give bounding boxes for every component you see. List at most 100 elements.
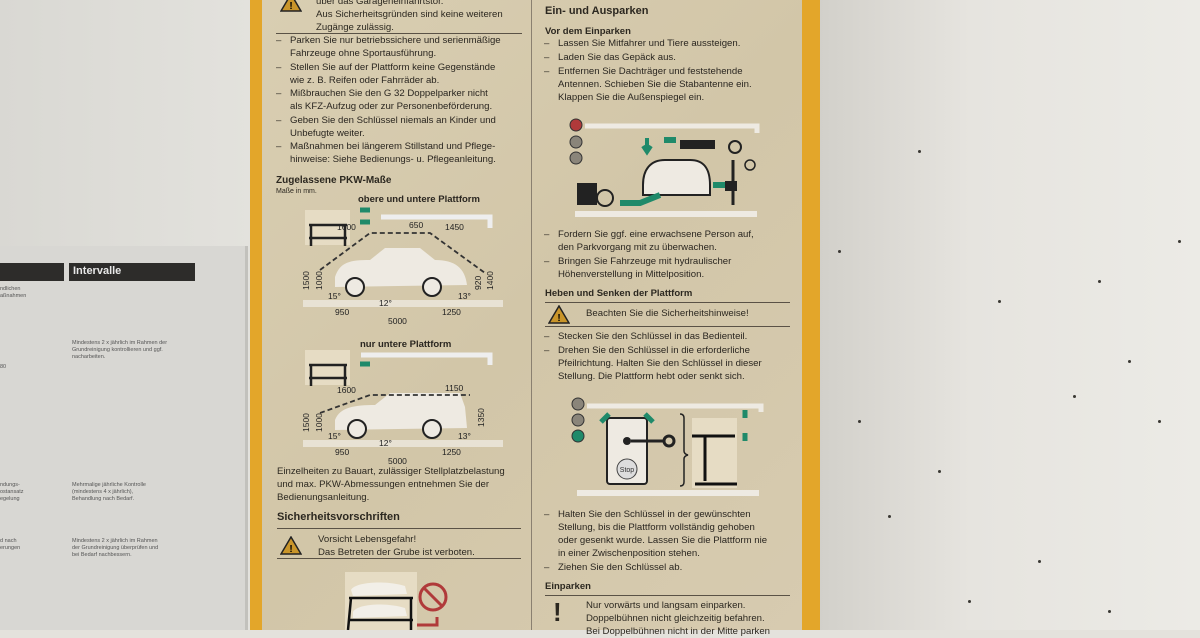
wall-speck xyxy=(838,250,841,253)
dim-label: 12° xyxy=(379,438,392,448)
line: hinweise: Siehe Bedienungs- u. Pflegeanl… xyxy=(290,154,496,165)
line: oder gesenkt wurde. Lassen Sie die Platt… xyxy=(558,535,768,546)
safety-title: Sicherheitsvorschriften xyxy=(277,511,400,523)
line: Mißbrauchen Sie den G 32 Doppelparker ni… xyxy=(290,88,488,99)
section-title: Ein- und Ausparken xyxy=(545,5,649,17)
dim-label: 1600 xyxy=(337,222,356,232)
dim-label: 1250 xyxy=(442,307,461,317)
details-text: Einzelheiten zu Bauart, zulässiger Stell… xyxy=(277,465,525,504)
line: Stellung. Die Plattform hebt oder senkt … xyxy=(558,371,745,382)
list-item: Bringen Sie Fahrzeuge mit hydraulischerH… xyxy=(544,255,732,281)
dimension-diagram-upper-lower: obere und untere Plattform 1600 650 1450… xyxy=(301,194,503,325)
wall-speck xyxy=(1128,360,1131,363)
list-item: Drehen Sie den Schlüssel in die erforder… xyxy=(544,344,762,383)
dim-label: 1150 xyxy=(445,383,464,393)
dim-label: 1500 xyxy=(301,413,311,432)
svg-text:!: ! xyxy=(289,544,292,555)
line: Lassen Sie Mitfahrer und Tiere aussteige… xyxy=(558,38,741,49)
line: Doppelbühnen nicht gleichzeitig befahren… xyxy=(586,613,765,624)
dim-label: 1450 xyxy=(445,222,464,232)
dim-label: 1000 xyxy=(314,413,324,432)
safety-warning: Vorsicht Lebensgefahr! Das Betreten der … xyxy=(318,533,475,559)
fragment: erungen xyxy=(0,545,21,551)
divider xyxy=(545,302,790,303)
stop-button-label: Stop xyxy=(620,467,635,474)
line: Unbefugte weiter. xyxy=(290,127,365,139)
traffic-light-green xyxy=(571,429,585,443)
line: Das Betreten der Grube ist verboten. xyxy=(318,547,475,558)
line: Entfernen Sie Dachträger und feststehend… xyxy=(558,66,743,77)
wall-speck xyxy=(938,470,941,473)
fragment: ostansatz xyxy=(0,489,24,495)
divider xyxy=(545,595,790,596)
list-item: Lassen Sie Mitfahrer und Tiere aussteige… xyxy=(544,37,741,50)
fragment: ndungs- xyxy=(0,482,20,488)
line: Stellung, bis die Plattform vollständig … xyxy=(558,522,755,533)
list-item: Parken Sie nur betriebssichere und serie… xyxy=(276,34,501,60)
interval-entry: Mindestens 2 x jährlich im Rahmen der Gr… xyxy=(72,340,168,360)
dims-title: Zugelassene PKW-Maße xyxy=(276,175,392,186)
subsection-title: Einparken xyxy=(545,581,591,592)
line: Bringen Sie Fahrzeuge mit hydraulischer xyxy=(558,256,732,267)
laminated-sheet: Intervalle ndlichen aßnahmen 80 Mindeste… xyxy=(0,246,248,630)
line: Einzelheiten zu Bauart, zulässiger Stell… xyxy=(277,466,505,477)
line: Stellen Sie auf der Plattform keine Gege… xyxy=(290,61,496,73)
traffic-light-red xyxy=(569,118,583,132)
wall-speck xyxy=(968,600,971,603)
dim-label: 12° xyxy=(379,298,392,308)
line: Parken Sie nur betriebssichere und serie… xyxy=(290,35,501,46)
exclamation-icon: ! xyxy=(553,597,562,627)
dim-label: 5000 xyxy=(388,456,407,465)
svg-text:!: ! xyxy=(557,313,560,324)
wall-speck xyxy=(1158,420,1161,423)
dim-label: 1500 xyxy=(301,271,311,290)
dim-label: 15° xyxy=(328,291,341,301)
list-item: Entfernen Sie Dachträger und feststehend… xyxy=(544,65,752,104)
key-switch-illustration: Stop xyxy=(571,397,764,496)
dimension-diagram-lower-only: nur untere Plattform 1600 1150 1500 1000… xyxy=(301,339,503,465)
before-parking-illustration xyxy=(569,118,760,217)
line: Geben Sie den Schlüssel niemals an Kinde… xyxy=(290,114,496,126)
line: Laden Sie das Gepäck aus. xyxy=(558,52,676,63)
line: Vorsicht Lebensgefahr! xyxy=(318,534,417,545)
list-item: Halten Sie den Schlüssel in der gewünsch… xyxy=(544,508,768,560)
park-note: Nur vorwärts und langsam einparken. Dopp… xyxy=(586,599,770,638)
wall-right xyxy=(818,0,1200,630)
list-item: Stecken Sie den Schlüssel in das Bedient… xyxy=(544,330,748,343)
diagram-title: nur untere Plattform xyxy=(360,339,451,350)
no-entry-pit-illustration xyxy=(345,572,448,630)
sheet-header-dark xyxy=(0,263,64,281)
fragment: 80 xyxy=(0,364,7,370)
line: wie z. B. Reifen oder Fahrräder ab. xyxy=(290,74,440,86)
wall-speck xyxy=(998,300,1001,303)
wall-speck xyxy=(1038,560,1041,563)
fragment: ndlichen xyxy=(0,286,21,292)
dim-label: 920 xyxy=(473,276,483,290)
dim-label: 15° xyxy=(328,431,341,441)
line: in einer Zwischenposition stehen. xyxy=(558,548,700,559)
line: Nur vorwärts und langsam einparken. xyxy=(586,600,746,611)
line: Fordern Sie ggf. eine erwachsene Person … xyxy=(558,229,754,240)
dim-label: 1350 xyxy=(476,408,486,427)
dim-label: 950 xyxy=(335,307,349,317)
line: Halten Sie den Schlüssel in der gewünsch… xyxy=(558,509,751,520)
wall-speck xyxy=(1073,395,1076,398)
lift-warning: Beachten Sie die Sicherheitshinweise! xyxy=(586,308,749,319)
subsection-title: Heben und Senken der Plattform xyxy=(545,288,693,299)
line: als KFZ-Aufzug oder zur Personenbeförder… xyxy=(290,101,493,112)
divider xyxy=(277,558,521,559)
fragment: aßnahmen xyxy=(0,293,27,299)
list-item: Mißbrauchen Sie den G 32 Doppelparker ni… xyxy=(276,87,493,113)
top-warning: über das Garageneinfahrtstor. Aus Sicher… xyxy=(316,0,503,34)
line: Stecken Sie den Schlüssel in das Bedient… xyxy=(558,331,748,342)
wall-speck xyxy=(888,515,891,518)
line: Fahrzeuge ohne Sportausführung. xyxy=(290,48,437,59)
wall-speck xyxy=(918,150,921,153)
line: und max. PKW-Abmessungen entnehmen Sie d… xyxy=(277,479,490,490)
dim-label: 1000 xyxy=(314,271,324,290)
dim-label: 950 xyxy=(335,447,349,457)
line: Drehen Sie den Schlüssel in die erforder… xyxy=(558,345,750,356)
line: Höhenverstellung in Mittelposition. xyxy=(558,269,705,280)
warning-icon: ! xyxy=(280,0,302,12)
subsection-title: Vor dem Einparken xyxy=(545,26,631,37)
